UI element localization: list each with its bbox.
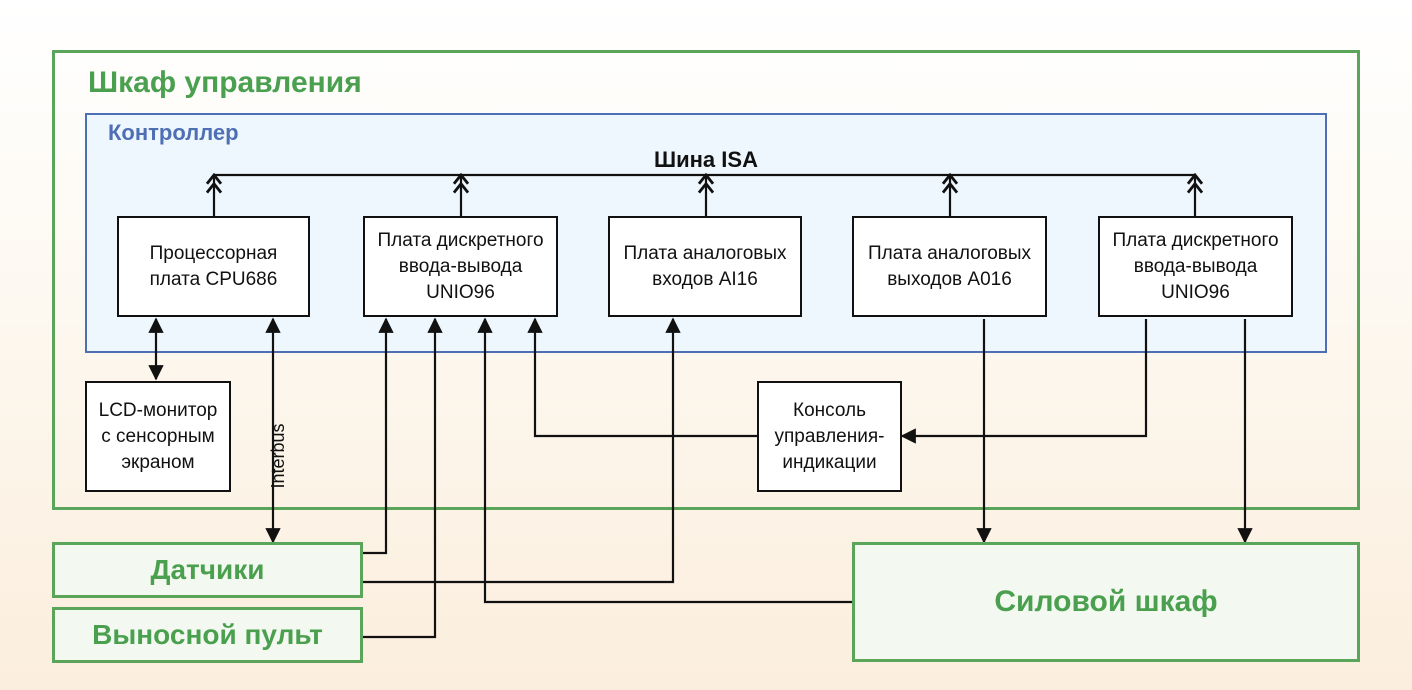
control-cabinet-title: Шкаф управления (88, 66, 362, 99)
console-unio-link (527, 317, 757, 438)
sensors-ai16-link (362, 317, 681, 584)
remote-unio-link (362, 317, 443, 639)
remote-panel-block: Выносной пульт (52, 607, 363, 663)
control-console: Консоль управления- индикации (757, 381, 902, 492)
power-unio-link (477, 317, 852, 604)
board-a016: Плата аналоговых выходов A016 (852, 216, 1047, 317)
sensors-block: Датчики (52, 542, 363, 598)
board-cpu686: Процессорная плата CPU686 (117, 216, 310, 317)
controller-title: Контроллер (108, 120, 239, 145)
board-ai16: Плата аналоговых входов AI16 (608, 216, 802, 317)
sensors-unio-link (362, 317, 394, 555)
power-cabinet-block: Силовой шкаф (852, 542, 1360, 662)
isa-bus-label: Шина ISA (654, 147, 758, 172)
board-unio96-right: Плата дискретного ввода-вывода UNIO96 (1098, 216, 1293, 317)
board-unio96-left: Плата дискретного ввода-вывода UNIO96 (363, 216, 558, 317)
lcd-monitor: LCD-монитор с сенсорным экраном (85, 381, 231, 492)
unio-console-link (900, 319, 1148, 444)
interbus-label: Interbus (268, 423, 288, 489)
control-cabinet (52, 50, 1360, 510)
